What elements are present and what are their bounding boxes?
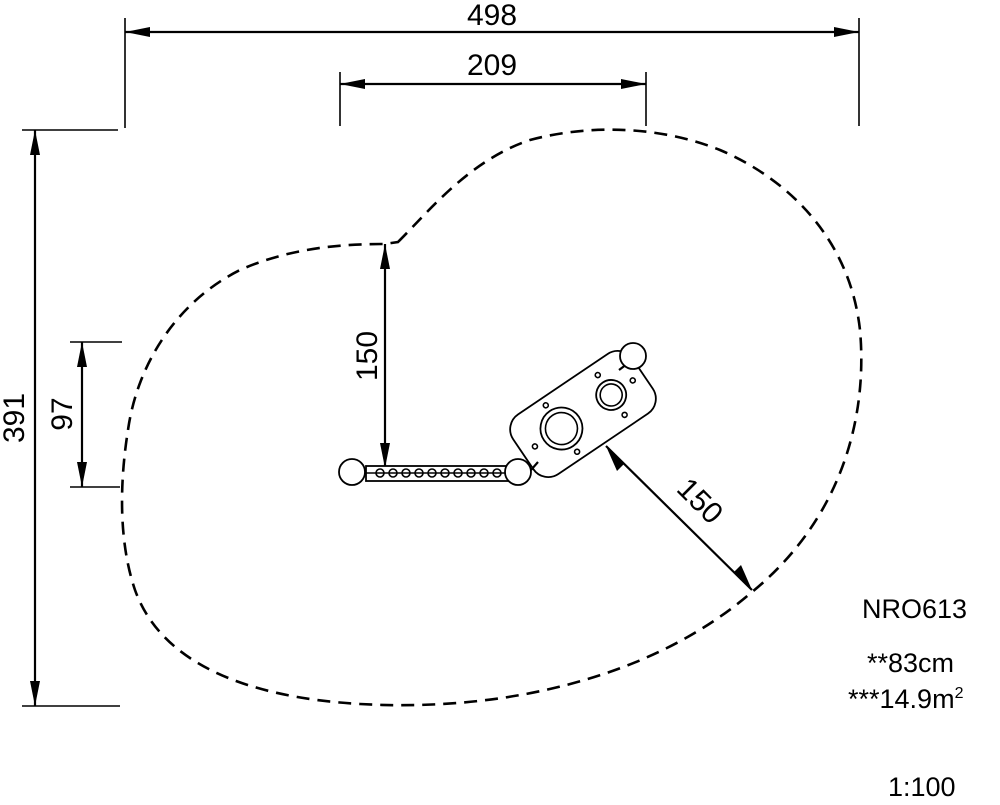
dimension-label-97: 97 [46,397,79,430]
chain-links [375,468,502,478]
dimension-label-391: 391 [0,393,31,443]
fall-height: **83cm [867,648,955,678]
dimension-label-150-vertical: 150 [351,331,384,381]
play-equipment [338,342,657,486]
top-post-icon [619,342,647,370]
middle-post-icon [504,458,532,486]
large-hole-icon [539,406,584,451]
dimension-inner-width: 209 [339,49,647,126]
dimension-label-150-diagonal: 150 [670,472,729,531]
platform [509,349,657,479]
area-unit-superscript: 2 [954,685,964,702]
product-code: NRO613 [862,594,968,624]
dimension-label-498: 498 [467,0,517,32]
area-value: ***14.9m [848,684,955,714]
left-post-icon [338,458,366,486]
dimension-overall-width: 498 [124,0,860,128]
area: ***14.9m2 [848,684,963,715]
safety-zone-boundary [120,128,863,707]
dimension-diagonal: 150 [605,445,753,591]
dimension-label-209: 209 [467,49,517,82]
scale: 1:100 [888,772,956,802]
dimension-inner-vertical: 150 [351,244,390,468]
dimension-overall-height: 391 [0,129,120,707]
dimension-left-height: 97 [46,341,122,488]
